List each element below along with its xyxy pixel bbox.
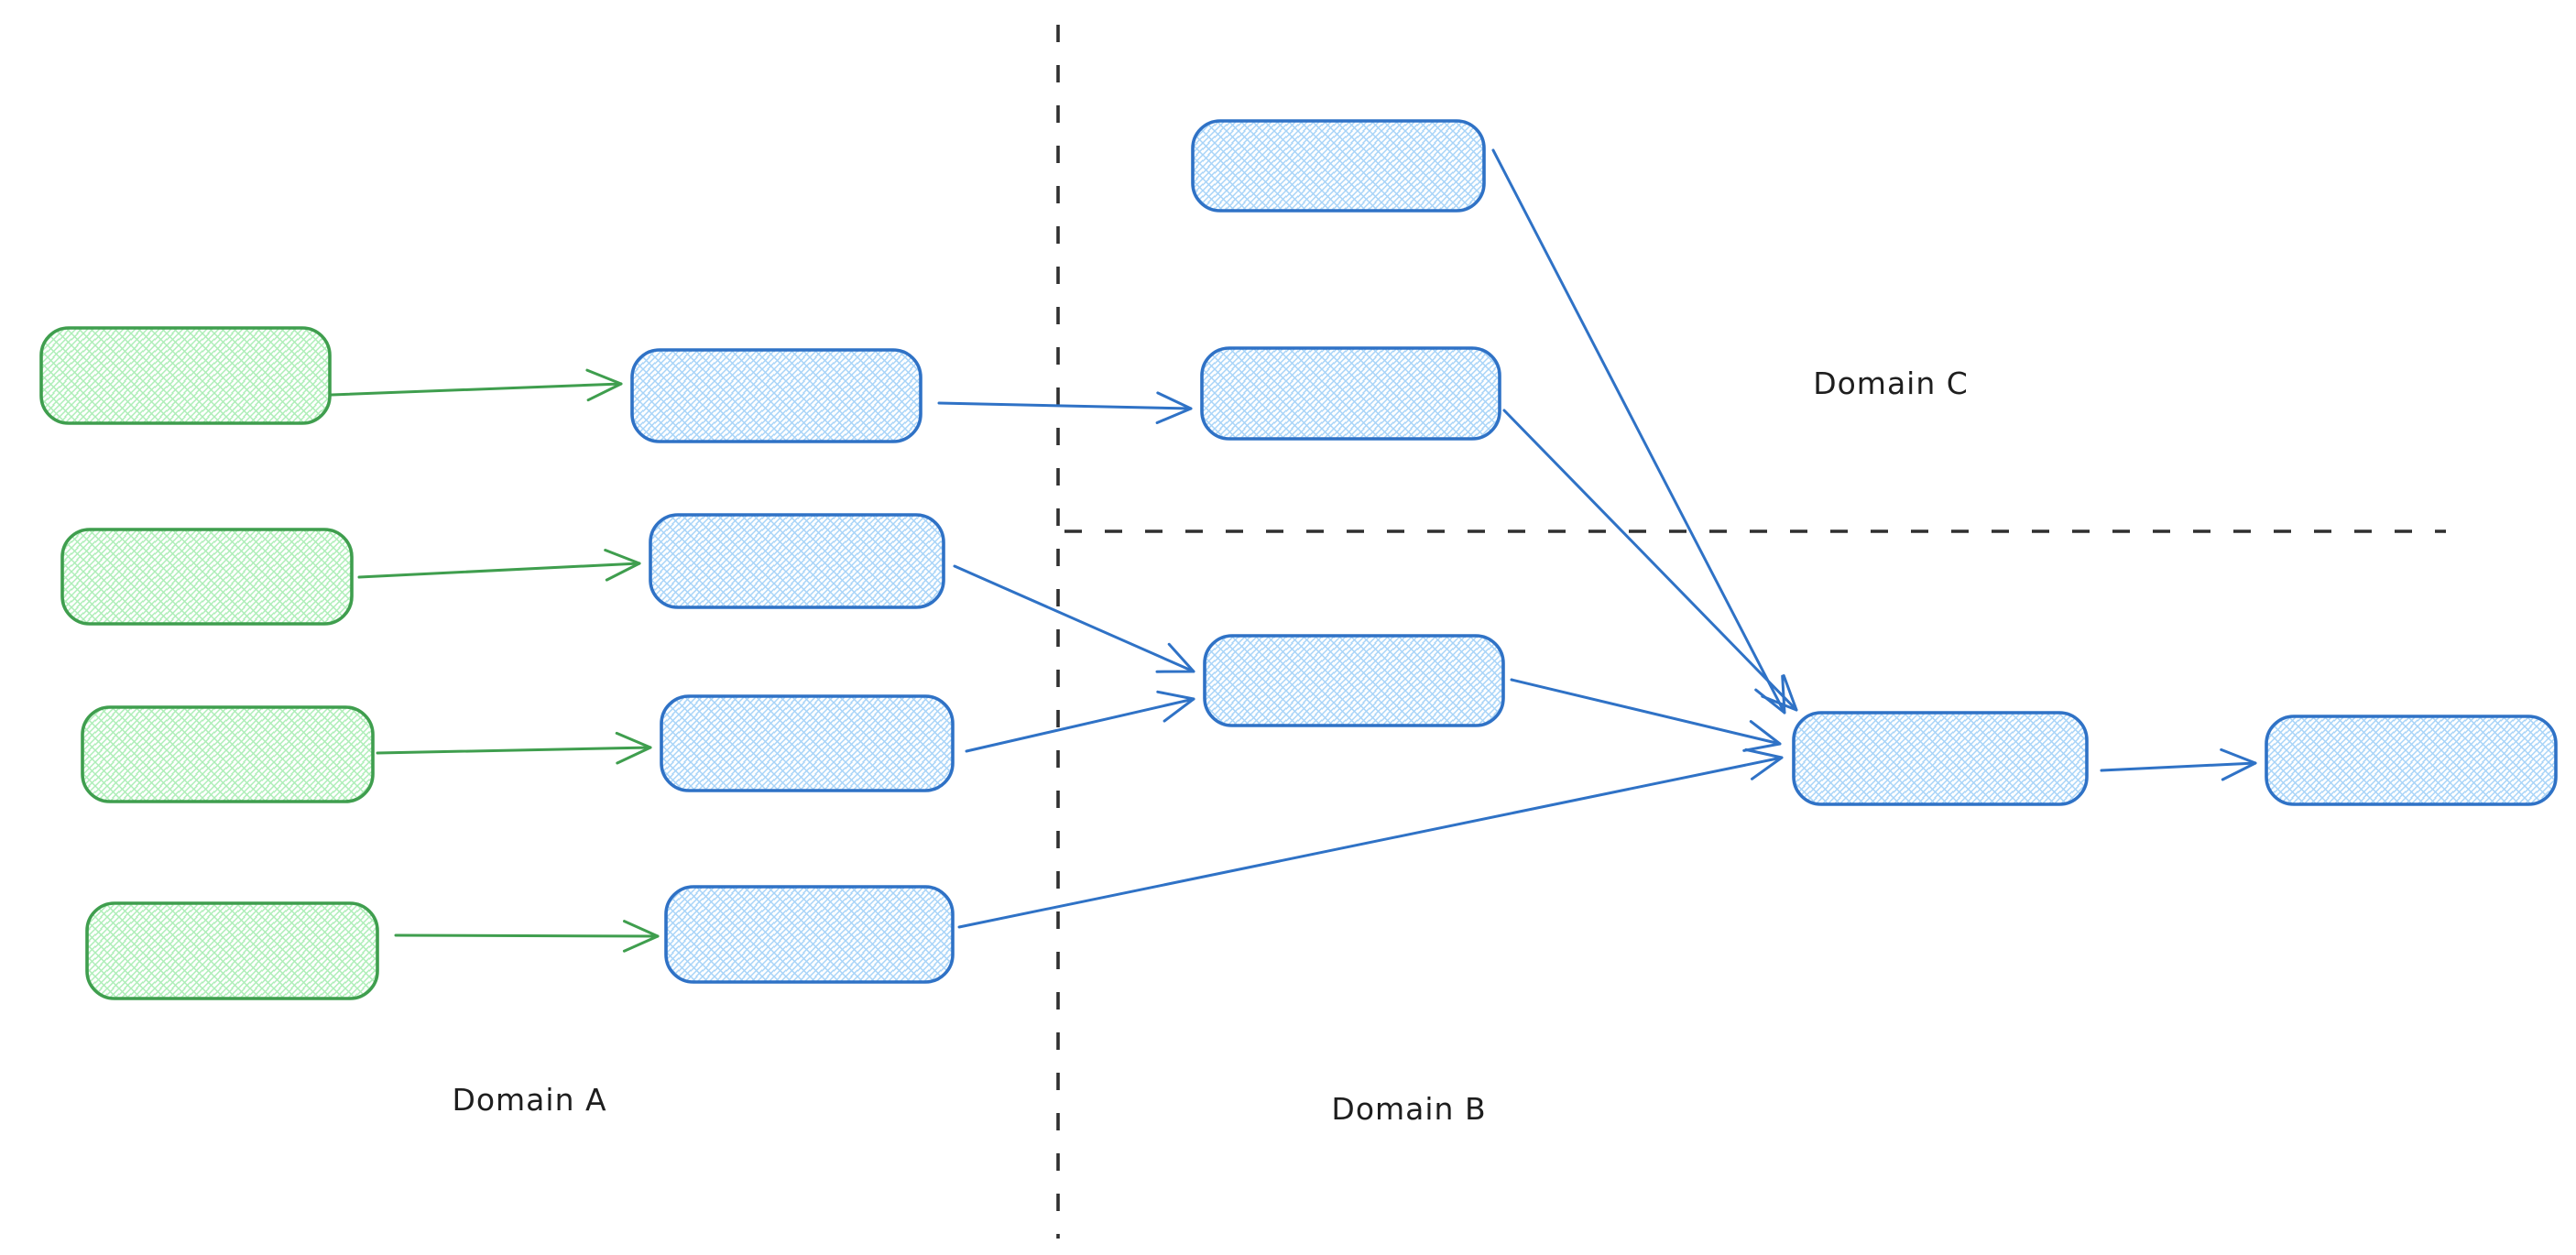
edge-source3-to-process3-arrowhead-icon xyxy=(615,731,652,765)
domain-b-node-top xyxy=(1191,119,1486,213)
domain-c-label: Domain C xyxy=(1813,366,1969,401)
domain-a-label: Domain A xyxy=(452,1082,606,1118)
edge-source4-to-process4-arrowhead-icon xyxy=(622,920,660,953)
domain-a-process-node-3 xyxy=(660,694,955,792)
edge-domainb-top-to-hub xyxy=(1491,148,1786,715)
edge-process3-to-domainb-lower-arrowhead-icon xyxy=(1156,690,1195,723)
separator-layer xyxy=(1056,25,2446,1239)
edge-process4-to-hub xyxy=(957,748,1784,929)
edge-process2-to-domainb-lower-line xyxy=(953,564,1195,673)
edge-domainb-lower-to-hub-line xyxy=(1510,678,1782,746)
edge-domainb-middle-to-hub xyxy=(1502,409,1798,712)
edge-process3-to-domainb-lower-line xyxy=(965,697,1195,753)
domain-b-node-lower xyxy=(1203,634,1505,727)
edge-source3-to-process3-line xyxy=(376,746,652,755)
edge-domainb-top-to-hub-line xyxy=(1491,148,1786,715)
domain-a-process-node-1 xyxy=(630,348,922,443)
edge-source2-to-process2 xyxy=(357,549,641,582)
domain-a-process-node-4 xyxy=(664,885,955,984)
edge-source1-to-process1-arrowhead-icon xyxy=(585,368,623,402)
edge-domainb-lower-to-hub xyxy=(1510,678,1782,752)
domain-c-hub-node xyxy=(1792,711,2089,806)
node-layer xyxy=(39,119,2558,1000)
domain-c-output-node xyxy=(2265,715,2558,806)
edge-domainb-lower-to-hub-arrowhead-icon xyxy=(1742,720,1782,752)
edge-source4-to-process4 xyxy=(394,920,660,953)
domain-a-source-node-1 xyxy=(39,326,332,425)
edge-domainb-middle-to-hub-line xyxy=(1502,409,1798,712)
edge-layer xyxy=(330,148,2257,953)
domain-a-process-node-2 xyxy=(649,513,945,609)
domain-b-node-middle xyxy=(1200,346,1501,441)
edge-process2-to-domainb-lower-arrowhead-icon xyxy=(1155,642,1195,673)
edge-process2-to-domainb-lower xyxy=(953,564,1195,673)
edge-source2-to-process2-line xyxy=(357,562,641,579)
edge-hub-to-output-arrowhead-icon xyxy=(2220,748,2257,781)
edge-process1-to-domainb-middle xyxy=(937,391,1193,424)
domain-b-label: Domain B xyxy=(1331,1091,1486,1127)
edge-process1-to-domainb-middle-line xyxy=(937,401,1193,410)
label-layer: Domain A Domain B Domain C xyxy=(452,366,1969,1127)
edge-process3-to-domainb-lower xyxy=(965,690,1195,753)
edge-source1-to-process1-line xyxy=(330,382,623,397)
edge-hub-to-output xyxy=(2100,748,2257,781)
edge-source4-to-process4-line xyxy=(394,933,660,938)
edge-process1-to-domainb-middle-arrowhead-icon xyxy=(1155,391,1193,424)
edge-source2-to-process2-arrowhead-icon xyxy=(604,549,641,582)
domain-a-source-node-4 xyxy=(85,901,379,1000)
edge-process4-to-hub-arrowhead-icon xyxy=(1744,748,1784,780)
edge-domainb-middle-to-hub-arrowhead-icon xyxy=(1761,674,1798,712)
domain-a-source-node-3 xyxy=(81,705,375,803)
edge-process4-to-hub-line xyxy=(957,756,1784,929)
edge-hub-to-output-line xyxy=(2100,761,2257,772)
edge-source3-to-process3 xyxy=(376,731,652,765)
edge-source1-to-process1 xyxy=(330,368,623,402)
domain-a-source-node-2 xyxy=(60,528,354,626)
